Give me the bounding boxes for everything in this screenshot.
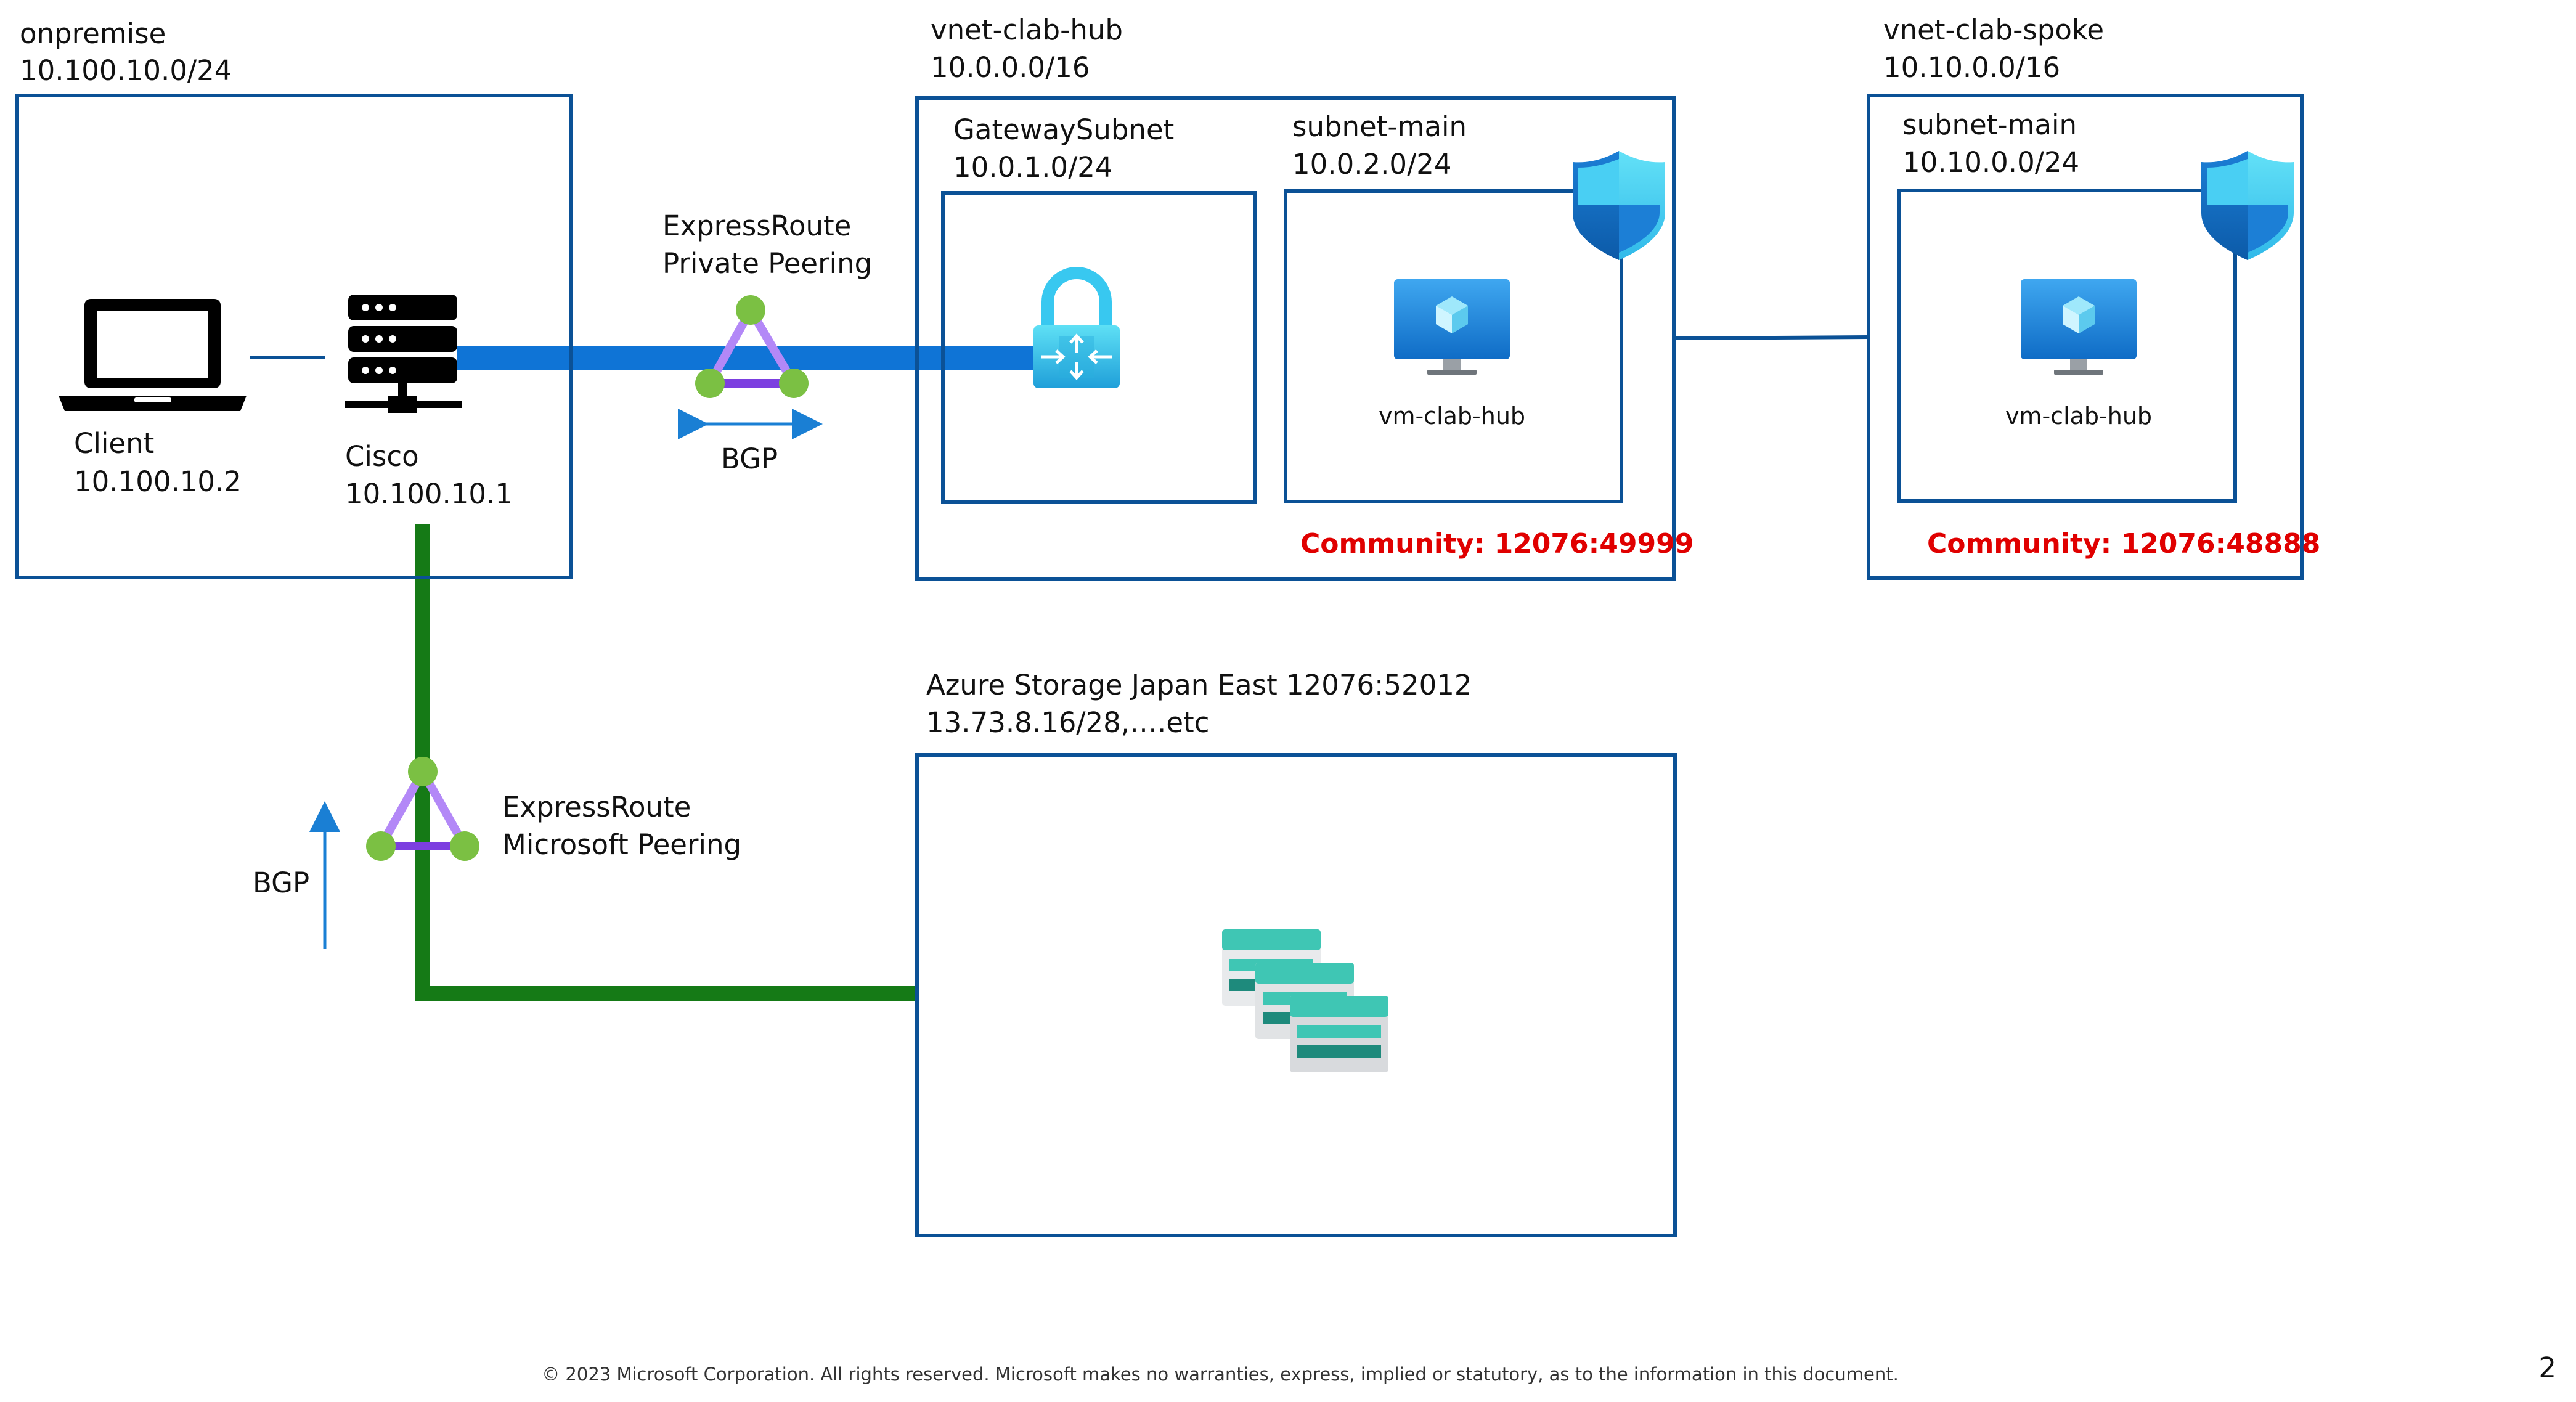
microsoft-peering-link	[415, 524, 916, 1001]
hub-subnet-cidr: 10.0.2.0/24	[1292, 148, 1452, 181]
expressroute-icon	[366, 757, 479, 861]
virtual-machine-icon	[2021, 279, 2137, 375]
expressroute-icon	[695, 295, 809, 398]
spoke-subnet-box	[1897, 189, 2237, 503]
storage-box	[915, 753, 1677, 1237]
router-name: Cisco	[345, 440, 419, 473]
storage-prefixes: 13.73.8.16/28,….etc	[926, 706, 1209, 739]
client-ip: 10.100.10.2	[74, 465, 242, 498]
private-peering-label-1: ExpressRoute	[662, 210, 851, 242]
gateway-subnet-name: GatewaySubnet	[953, 113, 1174, 146]
microsoft-peering-label-2: Microsoft Peering	[502, 828, 741, 861]
hub-name: vnet-clab-hub	[931, 14, 1123, 46]
private-bgp-label: BGP	[721, 442, 778, 475]
private-peering-label-2: Private Peering	[662, 247, 872, 280]
vpn-gateway-icon	[1033, 267, 1120, 388]
hub-vnet-box	[915, 96, 1676, 581]
page-number: 2	[2538, 1351, 2556, 1384]
onpremise-name: onpremise	[20, 17, 166, 50]
onpremise-cidr: 10.100.10.0/24	[20, 54, 232, 87]
gateway-subnet-box	[941, 191, 1257, 504]
laptop-icon	[59, 299, 247, 411]
storage-accounts-icon	[1222, 929, 1388, 1072]
hub-subnet-box	[1284, 189, 1623, 503]
vnet-peering-link	[1674, 335, 1869, 340]
microsoft-bgp-label: BGP	[253, 866, 309, 899]
hub-community: Community: 12076:49999	[1300, 528, 1694, 560]
spoke-subnet-name: subnet-main	[1902, 108, 2077, 141]
shield-icon	[1573, 151, 1665, 260]
hub-subnet-name: subnet-main	[1292, 110, 1467, 143]
router-ip: 10.100.10.1	[345, 478, 513, 510]
spoke-community: Community: 12076:48888	[1927, 528, 2320, 560]
spoke-cidr: 10.10.0.0/16	[1883, 51, 2060, 84]
hub-cidr: 10.0.0.0/16	[931, 51, 1090, 84]
client-name: Client	[74, 427, 154, 460]
microsoft-peering-label-1: ExpressRoute	[502, 791, 691, 823]
onpremise-box	[15, 94, 573, 579]
gateway-subnet-cidr: 10.0.1.0/24	[953, 151, 1113, 184]
virtual-machine-icon	[1394, 279, 1510, 375]
spoke-vm-name: vm-clab-hub	[2005, 402, 2152, 430]
spoke-subnet-cidr: 10.10.0.0/24	[1902, 146, 2079, 179]
server-icon	[345, 295, 462, 413]
storage-title: Azure Storage Japan East 12076:52012	[926, 669, 1472, 701]
copyright-footer: © 2023 Microsoft Corporation. All rights…	[542, 1364, 1899, 1385]
spoke-name: vnet-clab-spoke	[1883, 14, 2104, 46]
shield-icon	[2201, 151, 2294, 260]
hub-vm-name: vm-clab-hub	[1379, 402, 1525, 430]
spoke-vnet-box	[1867, 94, 2304, 580]
